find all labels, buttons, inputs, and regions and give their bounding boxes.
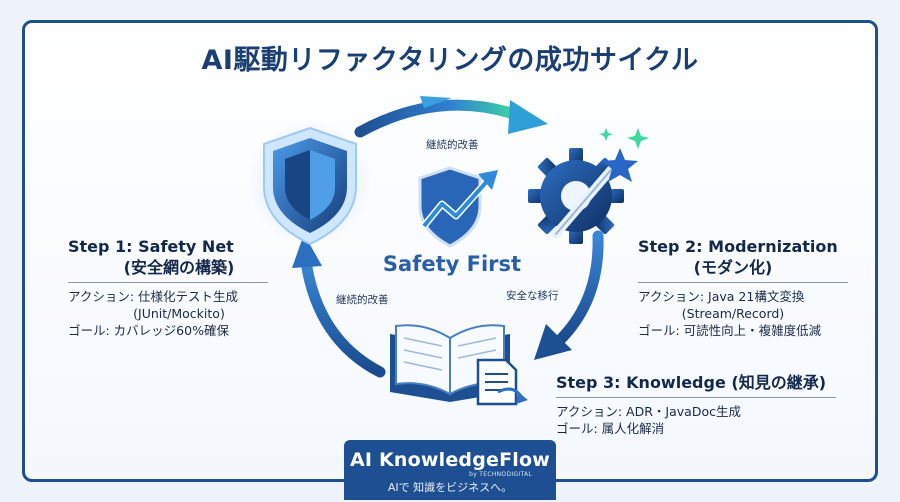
gear-wand-icon [528,128,649,244]
page-title: AI駆動リファクタリングの成功サイクル [201,45,699,76]
safety-first-emblem [418,166,498,248]
arrow-left [292,234,386,378]
step-2-subtitle: (モダン化) [693,258,773,277]
step-1-subtitle: (安全網の構築) [123,258,235,277]
step-1-action-detail: (JUnit/Mockito) [133,306,225,321]
step-1-title: Step 1: Safety Net [68,237,234,256]
arrow-right [534,230,604,360]
step-2-modernization: Step 2: Modernization (モダン化) アクション: Java… [638,236,848,339]
step-1-action: アクション: 仕様化テスト生成 [68,289,239,304]
step-2-action: アクション: Java 21構文変換 [638,289,805,304]
arrow-top [354,96,548,138]
cycle-label-right: 安全な移行 [506,290,559,302]
cycle-label-top: 継続的改善 [426,139,479,151]
step-1-safety-net: Step 1: Safety Net (安全網の構築) アクション: 仕様化テス… [68,236,268,339]
brand-byline: by TECHNODIGITAL [469,471,532,478]
step-2-goal: ゴール: 可読性向上・複雑度低減 [638,323,822,338]
step-3-knowledge: Step 3: Knowledge (知見の継承) アクション: ADR・Jav… [556,372,836,437]
diagram-frame [22,20,878,482]
brand-tagline: AIで 知識をビジネスへ。 [387,481,513,494]
step-3-goal: ゴール: 属人化解消 [556,421,665,436]
center-label: Safety First [382,252,522,276]
brand-footer: AI KnowledgeFlow by TECHNODIGITAL AIで 知識… [344,440,556,500]
step-2-title: Step 2: Modernization [638,237,838,256]
brand-logo-text: AI KnowledgeFlow [349,449,551,471]
step-1-goal: ゴール: カバレッジ60%確保 [68,323,229,338]
step-3-divider [556,397,836,398]
step-2-action-detail: (Stream/Record) [681,306,785,321]
step-1-divider [68,282,268,283]
cycle-label-left: 継続的改善 [336,294,389,306]
step-2-divider [638,282,848,283]
book-icon [390,324,528,406]
shield-icon [248,120,372,246]
step-3-title: Step 3: Knowledge (知見の継承) [556,373,827,392]
step-3-action: アクション: ADR・JavaDoc生成 [556,404,741,419]
